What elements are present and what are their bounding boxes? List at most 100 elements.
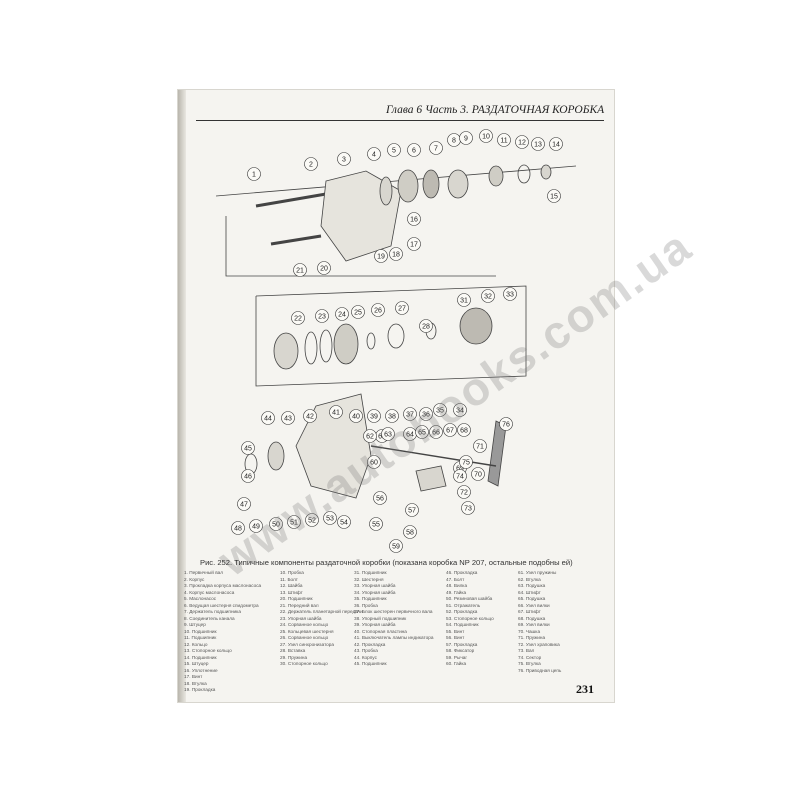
callout-lower-number: 52: [308, 518, 316, 525]
legend-item: 34. Упорная шайба: [354, 589, 396, 595]
callout-lower-number: 74: [456, 474, 464, 481]
callout-lower-number: 65: [418, 430, 426, 437]
callout-upper-number: 4: [372, 152, 376, 159]
speedo-gear: [422, 169, 440, 199]
legend-item: 69. Узел вилки: [518, 622, 550, 627]
callout-lower-number: 43: [284, 416, 292, 423]
callout-upper-number: 19: [377, 254, 385, 261]
callout-lower-circle: [499, 417, 513, 431]
callout-lower-circle: [281, 411, 295, 425]
header-rule: [196, 120, 604, 121]
callout-middle-circle: [315, 309, 329, 323]
legend-item: 44. Корпус: [354, 654, 377, 660]
callout-lower-circle: [337, 515, 351, 529]
figure-caption: Рис. 252. Типичные компоненты раздаточно…: [200, 558, 573, 567]
callout-upper-number: 20: [320, 266, 328, 273]
ring-gear: [333, 323, 359, 365]
callout-upper-number: 11: [500, 138, 507, 145]
callout-middle-number: 36: [422, 412, 430, 419]
callout-lower-circle: [369, 517, 383, 531]
callout-upper-number: 21: [296, 268, 304, 275]
callout-lower-number: 50: [272, 522, 280, 529]
legend-item: 22. Держатель планетарной передачи: [280, 609, 363, 614]
callout-lower-circle: [389, 539, 403, 553]
callout-lower-circle: [303, 409, 317, 423]
callout-lower-circle: [373, 491, 387, 505]
callout-middle-number: 28: [422, 324, 430, 331]
legend-item: 10. Пробка: [280, 570, 304, 575]
callout-lower-number: 56: [376, 496, 384, 503]
callout-lower-number: 72: [460, 490, 468, 497]
callout-upper-number: 17: [410, 242, 418, 249]
ring-b: [366, 332, 376, 350]
callout-middle-number: 22: [294, 316, 302, 323]
synchro-assembly: [387, 323, 405, 349]
callout-middle-number: 37: [406, 412, 414, 419]
legend-item: 14. Подшипник: [184, 654, 217, 660]
legend-item: 55. Винт: [446, 628, 465, 634]
callout-middle-circle: [395, 301, 409, 315]
legend-item: 62. Втулка: [518, 576, 541, 582]
callout-lower-circle: [287, 515, 301, 529]
bearing-small: [540, 164, 552, 180]
callout-lower-number: 70: [474, 472, 482, 479]
callout-middle-circle: [349, 409, 363, 423]
callout-lower-circle: [443, 423, 457, 437]
legend-item: 29. Пружина: [280, 654, 308, 660]
legend-item: 37. Блок шестерен первичного вала: [354, 609, 433, 614]
callout-lower-number: 48: [234, 526, 242, 533]
callout-upper-number: 15: [550, 194, 558, 201]
callout-upper-circle: [389, 247, 403, 261]
legend-item: 65. Подушка: [518, 596, 546, 601]
callout-lower-number: 69: [456, 466, 464, 473]
callout-lower-number: 41: [332, 410, 340, 417]
callout-lower-circle: [403, 525, 417, 539]
legend-item: 60. Гайка: [446, 661, 467, 666]
legend-item: 56. Винт: [446, 635, 465, 640]
legend-item: 75. Втулка: [518, 661, 541, 666]
callout-upper-number: 12: [518, 140, 526, 147]
legend-item: 64. Штифт: [518, 589, 541, 595]
legend-item: 48. Вилка: [446, 583, 468, 588]
legend-item: 30. Стопорное кольцо: [280, 661, 328, 666]
legend-item: 43. Пробка: [354, 648, 378, 653]
legend-item: 46. Прокладка: [446, 570, 478, 575]
callout-upper-circle: [337, 152, 351, 166]
legend-item: 11. Болт: [280, 576, 298, 582]
legend-item: 35. Подшипник: [354, 596, 387, 601]
legend-item: 40. Стопорная пластина: [354, 628, 407, 634]
callout-middle-circle: [503, 287, 517, 301]
callout-upper-circle: [247, 167, 261, 181]
drive-chain: [487, 420, 507, 487]
page-binding-edge: [178, 90, 186, 702]
callout-upper-number: 8: [452, 138, 456, 145]
legend-item: 2. Корпус: [184, 576, 205, 582]
callout-lower-circle: [457, 423, 471, 437]
legend-item: 1. Первичный вал: [184, 570, 224, 575]
callout-lower-circle: [461, 501, 475, 515]
callout-lower-number: 45: [244, 446, 252, 453]
callout-upper-circle: [479, 129, 493, 143]
legend-item: 9. Штуцер: [184, 622, 206, 627]
callout-lower-circle: [241, 469, 255, 483]
callout-lower-circle: [473, 439, 487, 453]
callout-upper-circle: [317, 261, 331, 275]
legend-item: 3. Прокладка корпуса маслонасоса: [184, 583, 262, 588]
legend-item: 51. Отражатель: [446, 602, 481, 608]
callout-middle-number: 40: [352, 414, 360, 421]
legend-item: 39. Упорная шайба: [354, 622, 396, 627]
front-shaft: [270, 234, 322, 246]
oil-pump: [397, 169, 419, 203]
legend-item: 73. Вал: [518, 648, 535, 653]
legend-item: 45. Подшипник: [354, 661, 387, 666]
callout-lower-number: 54: [340, 520, 348, 527]
callout-upper-circle: [407, 143, 421, 157]
callout-lower-number: 66: [432, 430, 440, 437]
legend-item: 41. Выключатель лампы индикатора: [354, 635, 434, 640]
callout-lower-number: 62: [366, 434, 374, 441]
legend-item: 25. Кольцевая шестерня: [280, 628, 334, 634]
legend-item: 18. Втулка: [184, 680, 207, 686]
shift-rail: [370, 445, 497, 467]
